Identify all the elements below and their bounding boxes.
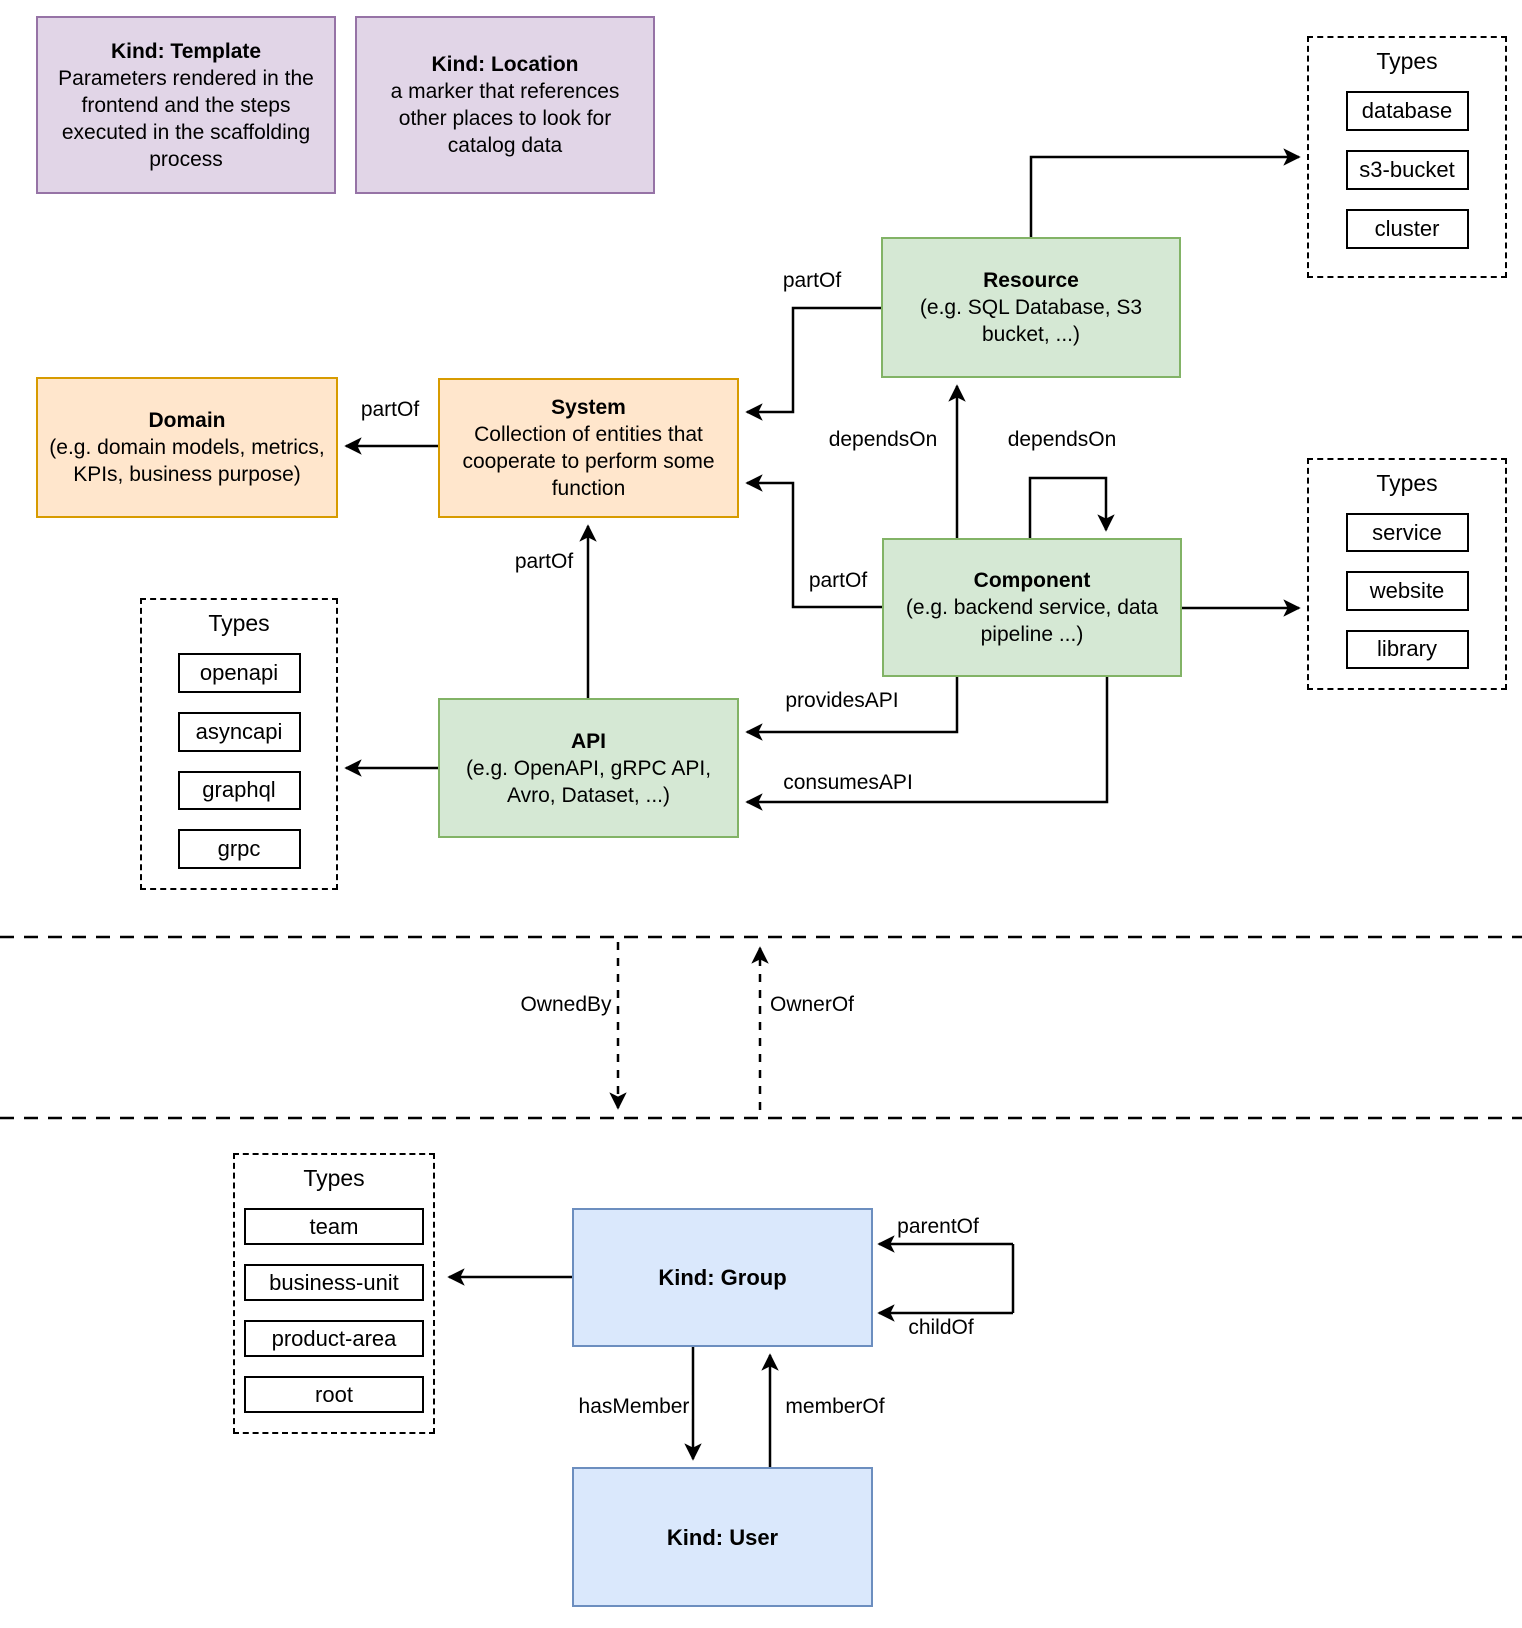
edge-label-member-of: memberOf <box>783 1395 887 1419</box>
panel-component-types: Types service website library <box>1307 458 1507 690</box>
node-domain-desc: (e.g. domain models, metrics, KPIs, busi… <box>49 436 325 486</box>
type-item-product-area: product-area <box>244 1320 424 1357</box>
type-item-s3-bucket: s3-bucket <box>1345 150 1469 190</box>
edge-label-parent-of: parentOf <box>895 1215 981 1239</box>
panel-title: Types <box>1376 470 1438 496</box>
panel-title: Types <box>1376 48 1438 74</box>
node-component-title: Component <box>973 569 1091 592</box>
node-api-title: API <box>570 729 606 753</box>
type-item-website: website <box>1345 571 1469 611</box>
node-component: Component (e.g. backend service, data pi… <box>882 538 1182 677</box>
type-item-root: root <box>244 1376 424 1413</box>
edge-label-depends-on: dependsOn <box>1005 428 1119 452</box>
edge-label-part-of: partOf <box>358 398 422 422</box>
edge-label-child-of: childOf <box>906 1316 976 1340</box>
edge-resource-types <box>1029 148 1301 237</box>
type-item-graphql: graphql <box>177 770 301 811</box>
panel-title: Types <box>303 1165 365 1191</box>
node-location-desc: a marker that references other places to… <box>390 80 620 157</box>
node-location: Kind: Location a marker that references … <box>355 16 655 194</box>
node-user: Kind: User <box>572 1467 873 1607</box>
node-template-desc: Parameters rendered in the frontend and … <box>58 66 314 171</box>
edge-resource-system <box>745 306 881 421</box>
edge-component-self <box>1028 476 1115 538</box>
edge-label-part-of: partOf <box>780 269 844 293</box>
node-user-title: Kind: User <box>666 1524 779 1550</box>
node-resource-desc: (e.g. SQL Database, S3 bucket, ...) <box>919 296 1143 346</box>
node-domain: Domain (e.g. domain models, metrics, KPI… <box>36 377 338 518</box>
panel-group-types: Types team business-unit product-area ro… <box>233 1153 435 1434</box>
panel-resource-types: Types database s3-bucket cluster <box>1307 36 1507 278</box>
node-template-title: Kind: Template <box>110 39 262 63</box>
node-group: Kind: Group <box>572 1208 873 1347</box>
edge-label-consumes-api: consumesAPI <box>781 771 915 795</box>
edge-consumes-api <box>745 677 1109 811</box>
type-item-openapi: openapi <box>177 653 301 693</box>
node-group-title: Kind: Group <box>658 1265 787 1290</box>
node-resource: Resource (e.g. SQL Database, S3 bucket, … <box>881 237 1181 378</box>
type-item-database: database <box>1345 91 1469 131</box>
node-api: API (e.g. OpenAPI, gRPC API, Avro, Datas… <box>438 698 739 838</box>
edge-label-depends-on: dependsOn <box>826 428 940 452</box>
node-domain-title: Domain <box>148 409 226 432</box>
type-item-grpc: grpc <box>177 829 301 869</box>
edge-label-owned-by: OwnedBy <box>518 993 614 1017</box>
type-item-library: library <box>1345 629 1469 669</box>
node-system-desc: Collection of entities that cooperate to… <box>462 423 715 500</box>
edge-label-provides-api: providesAPI <box>783 689 901 713</box>
node-component-desc: (e.g. backend service, data pipeline ...… <box>905 596 1159 646</box>
panel-api-types: Types openapi asyncapi graphql grpc <box>140 598 338 890</box>
type-item-team: team <box>244 1208 424 1245</box>
edge-label-part-of: partOf <box>512 550 576 574</box>
edge-label-part-of: partOf <box>806 569 870 593</box>
node-resource-title: Resource <box>983 269 1079 292</box>
type-item-asyncapi: asyncapi <box>177 711 301 752</box>
node-template: Kind: Template Parameters rendered in th… <box>36 16 336 194</box>
node-system: System Collection of entities that coope… <box>438 378 739 518</box>
edge-label-has-member: hasMember <box>576 1395 692 1419</box>
type-item-service: service <box>1345 513 1469 553</box>
edge-component-system <box>745 474 882 609</box>
node-system-title: System <box>551 396 626 419</box>
type-item-cluster: cluster <box>1345 209 1469 249</box>
edge-label-owner-of: OwnerOf <box>767 993 857 1017</box>
node-api-desc: (e.g. OpenAPI, gRPC API, Avro, Dataset, … <box>465 756 712 807</box>
edge-provides-api <box>745 677 959 741</box>
type-item-business-unit: business-unit <box>244 1264 424 1301</box>
node-location-title: Kind: Location <box>431 53 579 76</box>
panel-title: Types <box>208 610 270 636</box>
